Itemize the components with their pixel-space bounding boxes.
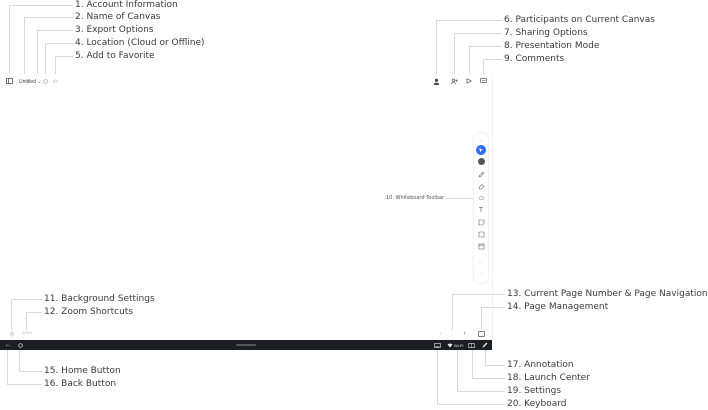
lasso-select-tool-icon[interactable] [476,145,486,155]
cloud-icon[interactable] [52,78,58,84]
annotation-page-navigation: 13. Current Page Number & Page Navigatio… [507,289,708,299]
connector-line [485,365,505,366]
comment-icon[interactable] [479,77,487,85]
canvas-top-bar: Untitled ⌄ [0,74,492,88]
connector-line [485,350,486,365]
connector-line [469,46,470,75]
drag-handle[interactable] [236,344,256,346]
connector-line [454,33,502,34]
color-picker-icon[interactable] [477,158,485,165]
canvas-name[interactable]: Untitled ⌄ [19,79,42,85]
annotation-add-to-favorite: 5. Add to Favorite [75,51,155,61]
connector-line [55,56,56,75]
zoom-shortcuts[interactable]: 100% [22,330,33,335]
connector-line [437,404,505,405]
annotation-sharing-options: 7. Sharing Options [504,28,588,38]
text-tool-icon[interactable]: T [478,206,484,214]
annotation-back-button: 16. Back Button [44,379,117,389]
annotation-whiteboard-toolbar: 10. Whiteboard Toolbar [386,195,445,201]
eraser-tool-icon[interactable] [476,181,486,191]
launch-center-icon[interactable] [468,340,475,350]
connector-line [37,30,73,31]
page-management-icon[interactable] [477,330,485,337]
connector-line [457,391,505,392]
connector-line [11,299,42,300]
annotation-participants: 6. Participants on Current Canvas [504,15,655,25]
whiteboard-toolbar: ︿ T ← → [474,133,488,283]
annotation-home-button: 15. Home Button [44,366,121,376]
connector-line [446,198,474,199]
undo-icon[interactable]: ← [478,259,484,265]
annotation-page-management: 14. Page Management [507,302,609,312]
connector-line [19,350,20,371]
connector-line [454,33,455,75]
connector-line [26,312,27,330]
annotation-zoom-shortcuts: 12. Zoom Shortcuts [44,307,134,317]
back-arrow-icon[interactable]: ← [5,342,11,348]
connector-line [7,384,42,385]
pen-tool-icon[interactable] [476,169,486,179]
annotation-keyboard: 20. Keyboard [507,399,567,409]
connector-line [472,350,473,378]
sidebar-icon[interactable] [5,77,13,85]
connector-line [481,307,482,330]
annotation-name-of-canvas: 2. Name of Canvas [75,12,161,22]
annotation-background-settings: 11. Background Settings [44,294,155,304]
connector-line [483,59,502,60]
frame-tool-icon[interactable] [476,241,486,251]
connector-line [7,350,8,384]
home-icon[interactable] [18,340,23,350]
connector-line [24,17,25,75]
connector-line [452,294,453,330]
annotation-location: 4. Location (Cloud or Offline) [75,38,205,48]
avatar-icon[interactable] [432,77,440,85]
connector-line [457,350,458,391]
play-icon[interactable] [465,77,473,85]
shape-tool-icon[interactable] [476,229,486,239]
annotation-settings: 19. Settings [507,386,562,396]
redo-icon[interactable]: → [478,270,484,276]
connector-line [481,307,505,308]
sticky-note-tool-icon[interactable] [476,217,486,227]
connector-line [45,43,73,44]
annotation-launch-center: 18. Launch Center [507,373,590,383]
lasso-tool-icon[interactable] [476,193,486,203]
connector-line [436,20,502,21]
connector-line [436,20,437,75]
annotation-presentation-mode: 8. Presentation Mode [504,41,600,51]
wifi-icon[interactable] [447,340,453,350]
whiteboard-canvas[interactable] [0,74,493,340]
next-page-icon[interactable]: › [463,330,466,337]
annotation-comments: 9. Comments [504,54,565,64]
connector-line [472,378,505,379]
share-icon[interactable] [450,77,458,85]
connector-line [24,17,73,18]
connector-line [11,299,12,330]
canvas-name-label: Untitled [19,79,36,85]
settings-label[interactable]: Wi-Fi [454,342,464,348]
annotation-pen-icon[interactable] [482,340,488,350]
connector-line [37,30,38,75]
keyboard-icon[interactable] [434,340,441,350]
annotation-account-information: 1. Account Information [75,0,178,10]
connector-line [469,46,502,47]
annotation-annotation: 17. Annotation [507,360,574,370]
annotation-export-options: 3. Export Options [75,25,154,35]
connector-line [452,294,505,295]
connector-line [26,312,42,313]
previous-page-icon[interactable]: ‹ [439,330,442,337]
export-icon[interactable] [42,78,48,84]
connector-line [55,56,73,57]
connector-line [9,5,10,75]
chevron-up-icon[interactable]: ︿ [479,137,483,142]
chevron-down-icon: ⌄ [37,79,42,85]
system-bottom-bar: ← Wi-Fi [0,340,492,350]
connector-line [9,5,73,6]
connector-line [437,350,438,404]
connector-line [483,59,484,75]
connector-line [19,371,42,372]
connector-line [45,43,46,75]
background-settings-icon[interactable] [8,330,15,337]
